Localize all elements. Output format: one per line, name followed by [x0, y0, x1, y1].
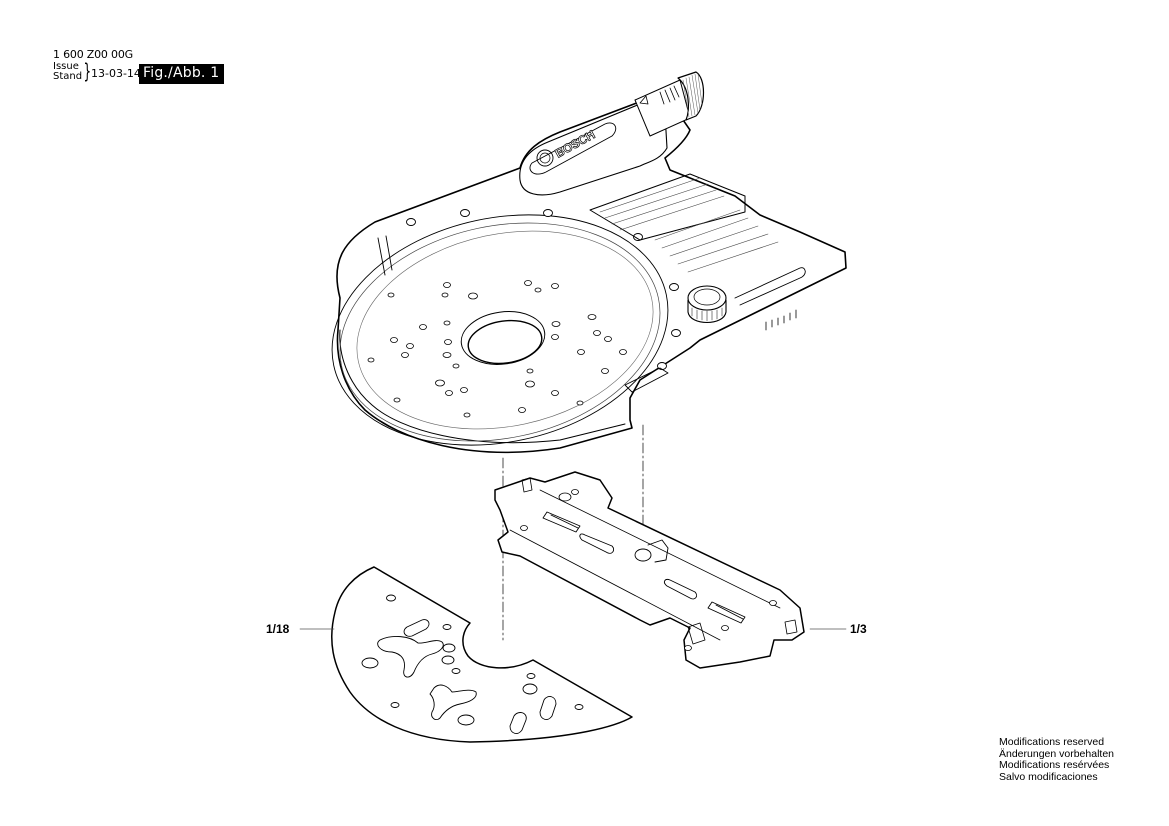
stand-label: Stand: [53, 71, 83, 82]
callout-sole-plate: 1/18: [266, 622, 290, 636]
note-en: Modifications reserved: [999, 736, 1105, 748]
callout-guide-adapter: 1/3: [850, 622, 867, 636]
issue-date: 13-03-14: [91, 67, 141, 80]
guide-rail-adapter: [494, 471, 805, 669]
sole-plate-segment: [331, 566, 633, 743]
note-de: Änderungen vorbehalten: [999, 747, 1115, 760]
figure-label: Fig./Abb. 1: [139, 64, 225, 84]
note-fr: Modifications resérvées: [999, 759, 1110, 771]
issue-labels: Issue Stand: [53, 62, 82, 82]
brace-glyph: }: [83, 59, 92, 83]
modification-notes: Modifications reserved Änderungen vorbeh…: [999, 736, 1115, 783]
part-number: 1 600 Z00 00G: [53, 48, 133, 61]
base-plate: BOSCH: [331, 71, 847, 454]
note-es: Salvo modificaciones: [999, 770, 1098, 783]
issue-label: Issue: [53, 61, 79, 72]
